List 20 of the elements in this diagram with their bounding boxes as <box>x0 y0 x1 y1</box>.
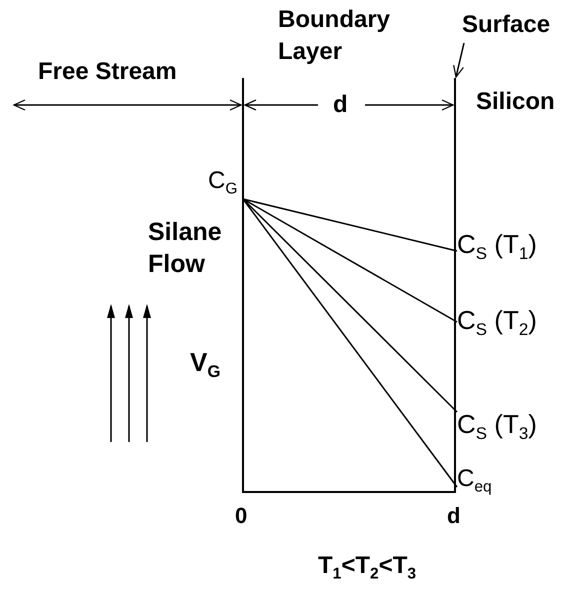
text-label: Boundary Layer <box>278 5 392 67</box>
concentration-label: C$_{G}$ <box>208 168 242 200</box>
concentration-label: C$_{S}$ (T$_{3}$) <box>457 410 577 444</box>
text-label: V$_{G}$ <box>190 346 220 383</box>
text-label: d <box>333 90 348 120</box>
concentration-line <box>242 198 458 413</box>
concentration-line <box>242 198 458 252</box>
text-label: 0 <box>235 502 248 530</box>
concentration-label: C$_{eq}$ <box>457 466 527 496</box>
concentration-label: C$_{S}$ (T$_{1}$) <box>457 230 577 264</box>
text-label: Free Stream <box>38 57 177 87</box>
surface-label: Surface <box>462 12 587 44</box>
text-label: Silicon <box>476 87 555 117</box>
concentration-line <box>242 198 458 323</box>
text-label: d <box>447 502 460 530</box>
text-label: T$_{1}$<T$_{2}$<T$_{3}$ <box>318 551 416 584</box>
concentration-label: C$_{S}$ (T$_{2}$) <box>457 306 577 340</box>
text-label: Silane Flow <box>148 217 223 280</box>
concentration-line <box>242 198 458 488</box>
leader-line <box>453 42 465 78</box>
